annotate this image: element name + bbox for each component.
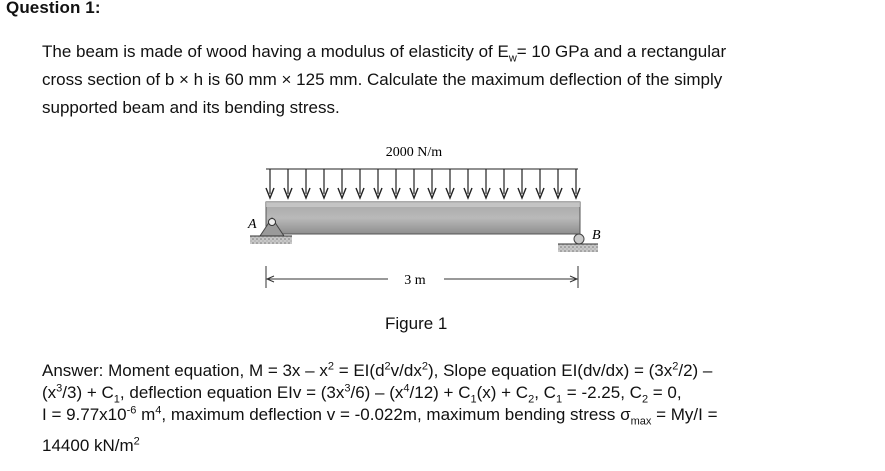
superscript: 2 [384,360,391,373]
subscript: 1 [555,393,563,406]
beam-figure: 2000 N/m [228,138,608,298]
question-line-3: supported beam and its bending stress. [42,98,340,117]
distributed-load-arrows [265,168,581,200]
subscript: max [630,415,652,428]
superscript: 3 [344,382,351,395]
superscript: 4 [155,404,162,417]
answer-line-2: (x3/3) + C1, deflection equation EIv = (… [42,382,682,406]
subscript: 2 [641,393,649,406]
answer-text: /2) – [678,361,713,380]
superscript: 2 [672,360,679,373]
answer-text: (x [42,383,57,402]
answer-text: , maximum deflection v = -0.022m, maximu… [161,405,631,424]
answer-text: (x) + C [476,383,529,402]
answer-line-4: 14400 kN/m2 [42,435,140,456]
superscript: 2 [133,435,140,448]
load-label: 2000 N/m [386,145,443,160]
answer-text: 14400 kN/m [42,436,134,455]
superscript: 2 [327,360,334,373]
roller-support-b [558,233,598,252]
answer-text: /6) – (x [350,383,404,402]
span-label: 3 m [404,273,426,288]
answer-text: = EI(d [333,361,385,380]
answer-text: I = 9.77x10 [42,405,127,424]
answer-text: ), Slope equation EI(dv/dx) = (3x [427,361,673,380]
subscript: 2 [528,393,535,406]
span-dimension [265,266,579,288]
answer-text: = 0, [648,383,682,402]
figure-caption: Figure 1 [385,314,448,333]
answer-text: , deflection equation EIv = (3x [119,383,345,402]
question-text-1a: The beam is made of wood having a modulu… [42,42,509,61]
answer-text: /12) + C [409,383,471,402]
question-title: Question 1: [6,0,101,17]
question-line-2: cross section of b × h is 60 mm × 125 mm… [42,70,723,89]
answer-text: /3) + C [62,383,114,402]
answer-text: , C [534,383,556,402]
beam-diagram: 2000 N/m [247,145,601,288]
subscript: 1 [470,393,477,406]
question-line-1: The beam is made of wood having a modulu… [42,39,726,65]
answer-text: m [136,405,156,424]
answer-line-1: Answer: Moment equation, M = 3x – x2 = E… [42,360,712,381]
superscript: -6 [126,404,137,417]
pin-support-a [250,217,292,244]
modulus-subscript: w [508,52,517,65]
superscript: 4 [403,382,410,395]
answer-text: v/dx [390,361,422,380]
answer-text: = -2.25, C [562,383,642,402]
support-b-label: B [592,228,601,243]
answer-line-3: I = 9.77x10-6 m4, maximum deflection v =… [42,404,718,428]
answer-text: = My/I = [651,405,718,424]
superscript: 2 [421,360,428,373]
subscript: 1 [113,393,120,406]
support-a-label: A [247,217,257,232]
question-text-1b: = 10 GPa and a rectangular [516,42,727,61]
answer-text: Answer: Moment equation, M = 3x – x [42,361,328,380]
superscript: 3 [56,382,63,395]
